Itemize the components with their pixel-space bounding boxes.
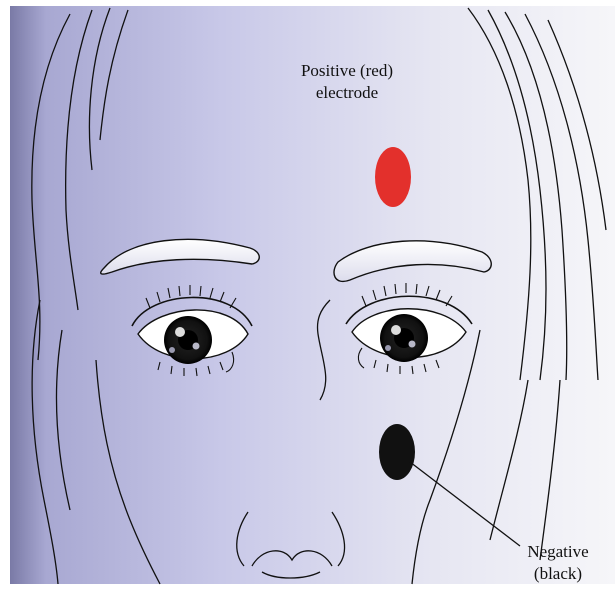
negative-label-line1: Negative xyxy=(508,541,608,563)
negative-electrode xyxy=(379,424,415,480)
positive-label-line1: Positive (red) xyxy=(272,60,422,82)
negative-electrode-label: Negative (black) xyxy=(508,541,608,585)
positive-electrode-label: Positive (red) electrode xyxy=(272,60,422,104)
positive-electrode xyxy=(375,147,411,207)
positive-label-line2: electrode xyxy=(272,82,422,104)
negative-label-line2: (black) xyxy=(508,563,608,585)
